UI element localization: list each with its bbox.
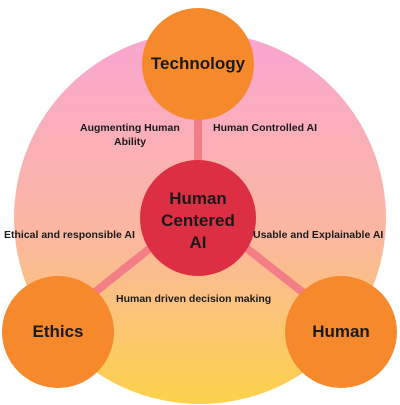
edge-label-ethical: Ethical and responsible AI <box>4 229 135 241</box>
node-human <box>285 276 397 388</box>
edge-label-augmenting-line1: Augmenting Human <box>80 122 180 134</box>
center-node-label-line1: Human <box>169 189 227 208</box>
center-node-label-line3: AI <box>189 233 207 252</box>
edge-label-augmenting-line2: Ability <box>114 136 147 148</box>
edge-label-controlled: Human Controlled AI <box>213 122 318 134</box>
node-technology-label: Technology <box>150 54 246 73</box>
node-human-label: Human <box>312 322 370 341</box>
center-node-label-line2: Centered <box>161 211 235 230</box>
node-technology <box>142 8 254 120</box>
edge-label-driven: Human driven decision making <box>116 293 272 305</box>
node-ethics-label: Ethics <box>32 322 84 341</box>
node-ethics <box>2 276 114 388</box>
edge-label-usable: Usable and Explainable AI <box>253 229 384 241</box>
center-node <box>140 160 256 276</box>
